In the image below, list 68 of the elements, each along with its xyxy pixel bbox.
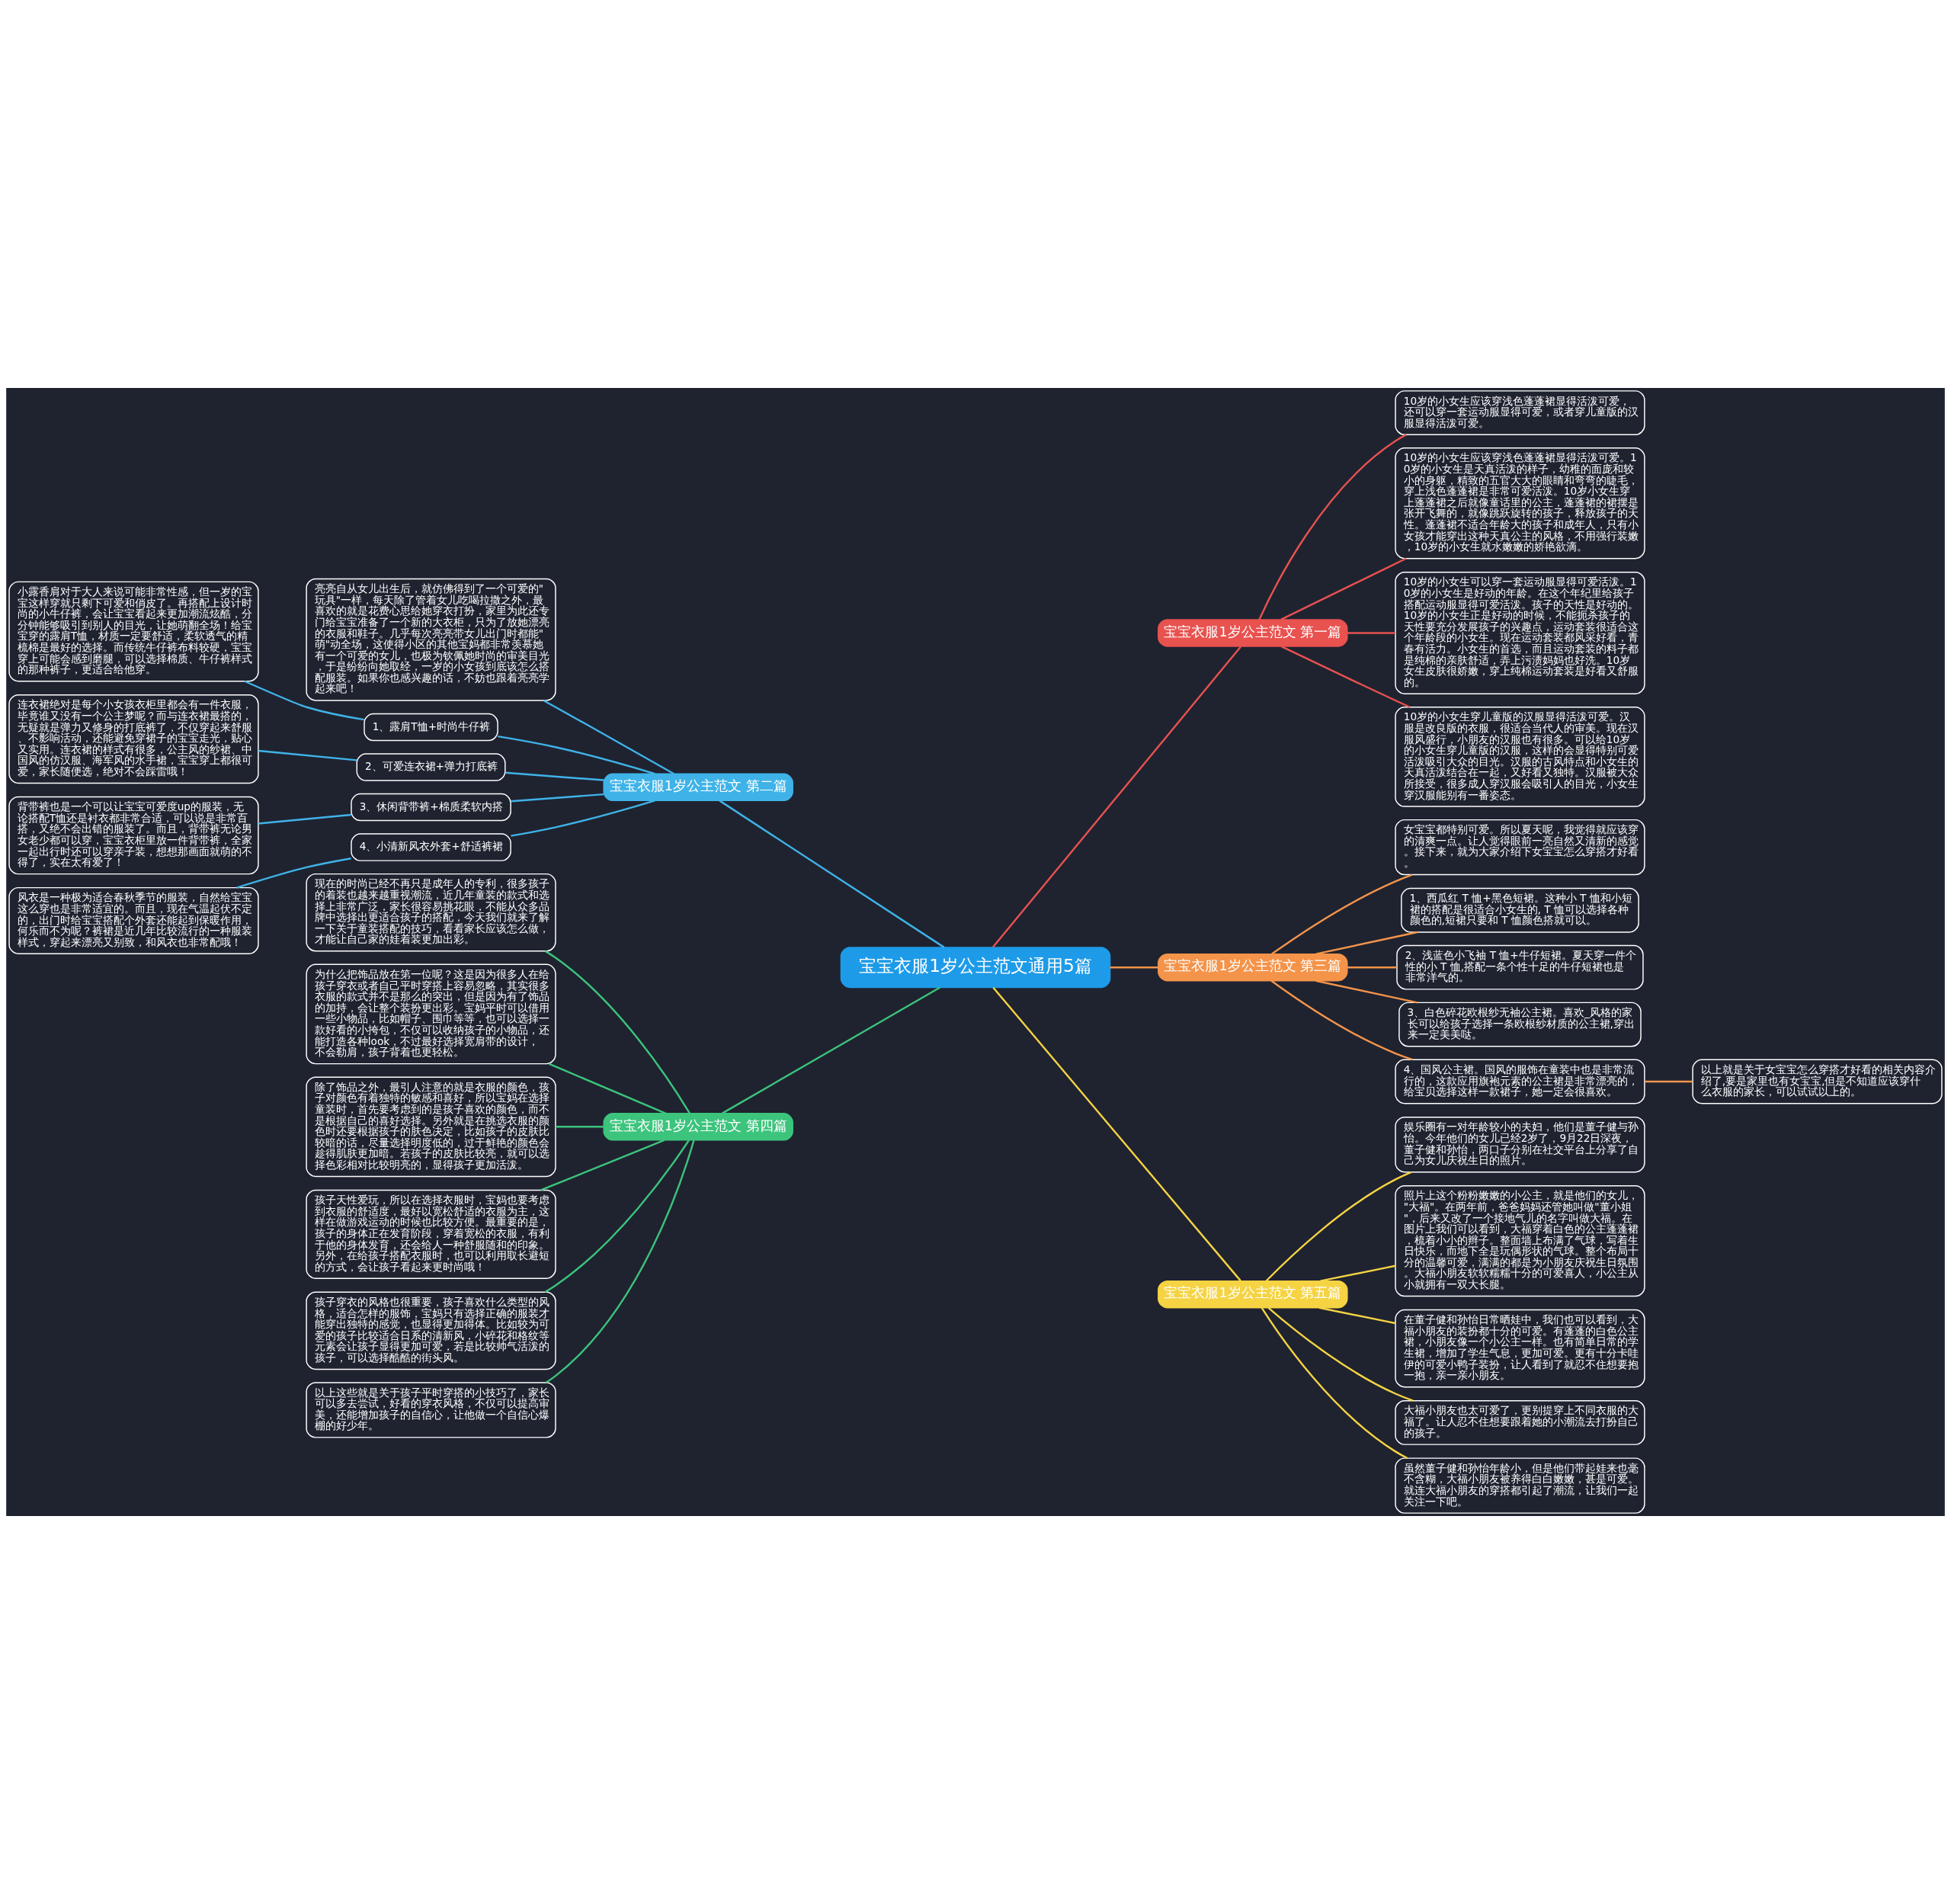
connector bbox=[548, 1063, 667, 1114]
node-box: 2、可爱连衣裙+弹力打底裤 bbox=[356, 753, 506, 781]
connector bbox=[722, 986, 940, 1114]
connector bbox=[1347, 632, 1395, 634]
connector bbox=[505, 771, 604, 781]
node-box: 为什么把饰品放在第一位呢？这是因为很多人在给孩子穿衣或者自己平时穿搭上容易忽略，其实很多衣服的款式并不是那么的突出，但是因为有了饰品的加持，会让整个装扮更出彩。宝妈平时可以借用一些小物品，比如帽子、围巾等等，也可以选择一款好看的小挎包，不仅可以收纳孩子的小物品，还能打造各种look，不过最好选择宽肩带的设计，不会勒肩，孩子背着也更轻松。 bbox=[306, 963, 556, 1065]
node-box: 10岁的小女生可以穿一套运动服显得可爱活泼。10岁的小女生是好动的年龄。在这个年纪里给孩子搭配运动服显得可爱活泼。孩子的天性是好动的。10岁的小女生正是好动的时候，不能扼杀孩子的天性要充分发展孩子的兴趣点，运动套装很适合这个年龄段的小女生。现在运动套装都风采好看，青春有活力。小女生的首选，而且运动套装的料子都是纯棉的亲肤舒适，弄上污渍妈妈也好洗。10岁女生皮肤很娇嫩，穿上纯棉运动套装是好看又舒服的。 bbox=[1395, 572, 1645, 694]
node-box: 10岁的小女生应该穿浅色蓬蓬裙显得活泼可爱，还可以穿一套运动服显得可爱，或者穿儿童版的汉服显得活泼可爱。 bbox=[1395, 390, 1645, 435]
node-box: 现在的时尚已经不再只是成年人的专利，很多孩子的着装也越来越重视潮流，近几年童装的款式和选择上非常广泛，家长很容易挑花眼，不能从众多品牌中选择出更适合孩子的搭配，今天我们就来了解一下关于童装搭配的技巧，看看家长应该怎么做，才能让自己家的娃着装更加出彩。 bbox=[306, 873, 556, 952]
node-box: 4、小清新风衣外套+舒适裤裙 bbox=[351, 833, 511, 861]
node-box: 照片上这个粉粉嫩嫩的小公主，就是他们的女儿，"大福"。在两年前，爸爸妈妈还管她叫做"董小姐"，后来又改了一个接地气儿的名字叫做大福。在图片上我们可以看到，大福穿着白色的公主蓬蓬裙，梳着小小的辫子。整面墙上布满了气球，写着生日快乐，而地下全是玩偶形状的气球。整个布局十分的温馨可爱，满满的都是为小朋友庆祝生日氛围。大福小朋友软软糯糯十分的可爱喜人，小公主从小就拥有一双大长腿。 bbox=[1395, 1184, 1645, 1297]
node-box: 宝宝衣服1岁公主范文 第四篇 bbox=[603, 1113, 793, 1141]
connector bbox=[1280, 557, 1407, 620]
connector bbox=[1320, 1265, 1396, 1282]
node-box: 10岁的小女生应该穿浅色蓬蓬裙显得活泼可爱。10岁的小女生是天真活泼的样子，幼稚的面庞和较小的身躯，精致的五官大大的眼睛和弯弯的睫毛，穿上浅色蓬蓬裙是非常可爱活泼。10岁小女生穿上蓬蓬裙之后就像童话里的公主，蓬蓬裙的裙摆是张开飞舞的，就像跳跃旋转的孩子，释放孩子的天性。蓬蓬裙不适合年龄大的孩子和成年人，只有小女孩才能穿出这种天真公主的风格，不用强行装嫩，10岁的小女生就水嫩嫩的娇艳欲滴。 bbox=[1395, 447, 1645, 559]
node-box: 大福小朋友也太可爱了，更别提穿上不同衣服的大福了。让人忍不住想要跟着她的小潮流去打扮自己的孩子。 bbox=[1395, 1400, 1645, 1445]
node-box: 10岁的小女生穿儿童版的汉服显得活泼可爱。汉服是改良版的衣服，很适合当代人的审美。现在汉服风盛行，小朋友的汉服也有很多。可以给10岁的小女生穿儿童版的汉服，这样的会显得特别可爱活泼吸引大众的目光。汉服的古风特点和小女生的天真活泼结合在一起，又好看又独特。汉服被大众所接受，很多成人穿汉服会吸引人的目光，小女生穿汉服能别有一番姿态。 bbox=[1395, 707, 1645, 807]
connector bbox=[545, 1140, 695, 1383]
connector bbox=[244, 680, 364, 721]
connector bbox=[1318, 1306, 1395, 1325]
connector bbox=[543, 700, 674, 775]
node-box: 宝宝衣服1岁公主范文通用5篇 bbox=[840, 947, 1111, 989]
node-box: 4、国风公主裙。国风的服饰在童装中也是非常流行的，这款应用旗袍元素的公主裙是非常漂亮的，给宝贝选择这样一款裙子，她一定会很喜欢。 bbox=[1395, 1059, 1645, 1104]
connector bbox=[540, 1139, 665, 1191]
connector bbox=[1347, 966, 1397, 969]
connector bbox=[1258, 434, 1407, 620]
node-box: 宝宝衣服1岁公主范文 第五篇 bbox=[1158, 1280, 1348, 1309]
node-box: 虽然董子健和孙怡年龄小，但是他们带起娃来也毫不含糊，大福小朋友被养得白白嫩嫩，甚是可爱。就连大福小朋友的穿搭都引起了潮流，让我们一起关注一下吧。 bbox=[1395, 1457, 1645, 1514]
node-box: 宝宝衣服1岁公主范文 第二篇 bbox=[603, 773, 793, 802]
node-box: 1、露肩T恤+时尚牛仔裤 bbox=[364, 713, 498, 742]
connector bbox=[1645, 1080, 1693, 1083]
node-box: 1、西瓜红 T 恤+黑色短裙。这种小 T 恤和小短裙的搭配是很适合小女生的, T 恤可以选择各种颜色的,短裙只要和 T 恤颜色搭就可以。 bbox=[1401, 887, 1639, 933]
node-box: 小露香肩对于大人来说可能非常性感，但一岁的宝宝这样穿就只剩下可爱和俏皮了。再搭配上设计时尚的小牛仔裤，会让宝宝看起来更加潮流炫酷，分分钟能够吸引到别人的目光，让她萌翻全场！给宝宝穿的露肩T恤，材质一定要舒适，柔软透气的精梳棉是最好的选择。而传统牛仔裤布料较硬，宝宝穿上可能会感到磨腿，可以选择棉质、牛仔裤样式的那种裤子，更适合给他穿。 bbox=[8, 581, 259, 682]
node-box: 宝宝衣服1岁公主范文 第三篇 bbox=[1158, 953, 1348, 982]
node-box: 3、白色碎花欧根纱无袖公主裙。喜欢_风格的家长可以给孩子选择一条欧根纱材质的公主裙,穿出来一定美美哒。 bbox=[1398, 1002, 1642, 1047]
connector bbox=[258, 749, 357, 761]
node-box: 亮亮自从女儿出生后，就仿佛得到了一个可爱的"玩具"一样，每天除了管着女儿吃喝拉撒之外，最喜欢的就是花费心思给她穿衣打扮，家里为此还专门给宝宝准备了一个新的大衣柜，只为了放她漂亮的衣服和鞋子。几乎每次亮亮带女儿出门时都能"萌"动全场，这使得小区的其他宝妈都非常羡慕她有一个可爱的女儿，也极为钦佩她时尚的审美目光，于是纷纷向她取经，一岁的小女孩到底该怎么搭配服装。如果你也感兴趣的话，不妨也跟着亮亮学起来吧！ bbox=[306, 578, 556, 701]
connector bbox=[544, 950, 690, 1114]
node-box: 背带裤也是一个可以让宝宝可爱度up的服装，无论搭配T恤还是衬衣都非常合适，可以说是非常百搭，又绝不会出错的服装了。而且，背带裤无论男女老少都可以穿，宝宝衣柜里放一件背带裤，全家一起出行时还可以穿亲子装，想想那画面就萌的不得了，实在太有爱了！ bbox=[8, 796, 259, 875]
connector bbox=[498, 735, 655, 775]
connector bbox=[1261, 1307, 1408, 1460]
node-box: 孩子穿衣的风格也很重要，孩子喜欢什么类型的风格，适合怎样的服饰，宝妈只有选择正确的服装才能穿出独特的感觉，也显得更加得体。比如较为可爱的孩子比较适合日系的清新风，小碎花和格纹等元素会让孩子显得更加可爱，若是比较帅气活泼的孩子，可以选择酷酷的街头风。 bbox=[306, 1291, 556, 1370]
connector bbox=[511, 800, 655, 837]
connector bbox=[556, 1126, 604, 1128]
node-box: 女宝宝都特别可爱。所以夏天呢，我觉得就应该穿的清爽一点。让人觉得眼前一亮自然又清新的感觉。接下来，就为大家介绍下女宝宝怎么穿搭才好看。 bbox=[1395, 819, 1645, 876]
connector bbox=[992, 986, 1241, 1282]
node-box: 除了饰品之外，最引人注意的就是衣服的颜色，孩子对颜色有着独特的敏感和喜好，所以宝妈在选择童装时，首先要考虑到的是孩子喜欢的颜色，而不是根据自己的喜好选择。另外就是在挑选衣服的颜色时还要根据孩子的肤色决定，比如孩子的皮肤比较暗的话，尽量选择明度低的，过于鲜艳的颜色会趁得肌肤更加暗。若孩子的皮肤比较亮，就可以选择色彩相对比较明亮的，显得孩子更加活泼。 bbox=[306, 1076, 556, 1178]
connector bbox=[1267, 1306, 1414, 1402]
node-box: 以上这些就是关于孩子平时穿搭的小技巧了，家长可以多去尝试，好看的穿衣风格，不仅可以提高审美，还能增加孩子的自信心，让他做一个自信心爆棚的好少年。 bbox=[306, 1382, 556, 1438]
node-box: 风衣是一种极为适合春秋季节的服装，自然给宝宝这么穿也是非常适宜的。而且，现在气温起伏不定的，出门时给宝宝搭配个外套还能起到保暖作用，何乐而不为呢？裤裙是近几年比较流行的一种服装样式，穿起来漂亮又别致，和风衣也非常配哦！ bbox=[8, 886, 259, 954]
connector bbox=[1110, 966, 1158, 969]
node-box: 以上就是关于女宝宝怎么穿搭才好看的相关内容介绍了,要是家里也有女宝宝,但是不知道应该穿什么衣服的家长，可以试试以上的。 bbox=[1692, 1059, 1943, 1104]
connector bbox=[1265, 1171, 1412, 1282]
node-box: 娱乐圈有一对年龄较小的夫妇，他们是董子健与孙怡。今年他们的女儿已经2岁了，9月22日深夜，董子健和孙怡，两口子分别在社交平台上分享了自己为女儿庆祝生日的照片。 bbox=[1395, 1116, 1645, 1173]
node-box: 连衣裙绝对是每个小女孩衣柜里都会有一件衣服，毕竟谁又没有一个公主梦呢？而与连衣裙最搭的，无疑就是弹力又修身的打底裤了，不仅穿起来舒服、不影响活动，还能避免穿裙子的宝宝走光，贴心又实用。连衣裙的样式有很多，公主风的纱裙、中国风的仿汉服、海军风的水手裙，宝宝穿上都很可爱，家长随便选，绝对不会踩雷哦！ bbox=[8, 694, 259, 784]
connector bbox=[1315, 979, 1418, 1004]
connector bbox=[511, 793, 604, 803]
node-box: 孩子天性爱玩，所以在选择衣服时，宝妈也要考虑到衣服的舒适度，最好以宽松舒适的衣服为主，这样在做游戏运动的时候也比较方便。最重要的是，孩子的身体正在发育阶段，穿着宽松的衣服，有利于他的身体发育，还会给人一种舒服随和的印象。另外，在给孩子搭配衣服时，也可以利用取长避短的方式，会让孩子看起来更时尚哦！ bbox=[306, 1189, 556, 1279]
node-box: 宝宝衣服1岁公主范文 第一篇 bbox=[1158, 619, 1348, 647]
connector bbox=[258, 813, 351, 825]
node-box: 在董子健和孙怡日常晒娃中，我们也可以看到，大福小朋友的装扮都十分的可爱。有蓬蓬的白色公主裙，小朋友像一个小公主一样。也有简单日常的学生裙，增加了学生气息，更加可爱。更有十分卡哇伊的可爱小鸭子装扮，让人看到了就忍不住想要抱一抱，亲一亲小朋友。 bbox=[1395, 1309, 1645, 1388]
connector bbox=[1280, 646, 1411, 708]
connector bbox=[544, 1140, 690, 1293]
node-box: 3、休闲背带裤+棉质柔软内搭 bbox=[351, 793, 511, 822]
connector bbox=[992, 646, 1242, 948]
node-box: 2、浅蓝色小飞袖 T 恤+牛仔短裙。夏天穿一件个性的小 T 恤,搭配一条个性十足的牛仔短裙也是非常洋气的。 bbox=[1396, 944, 1644, 990]
connector bbox=[719, 800, 945, 948]
connector bbox=[1315, 931, 1418, 955]
